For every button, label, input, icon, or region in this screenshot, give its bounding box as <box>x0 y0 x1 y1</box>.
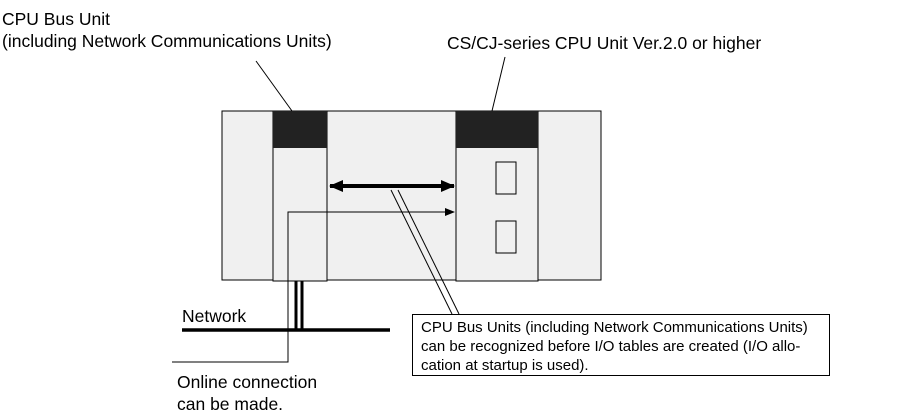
callout-line1: CPU Bus Units (including Network Communi… <box>421 319 808 336</box>
callout-line2: can be recognized before I/O tables are … <box>421 338 801 355</box>
callout-box: CPU Bus Units (including Network Communi… <box>412 314 830 376</box>
cpu-bus-unit-header <box>273 111 327 148</box>
online-connection-label-line2: can be made. <box>177 394 284 414</box>
online-connection-line <box>172 208 455 363</box>
cpu-unit-header <box>456 111 538 148</box>
callout-leader-1 <box>390 189 453 315</box>
callout-leader-2 <box>397 189 460 315</box>
cpu-unit-slot-bottom <box>495 220 517 254</box>
online-connection-label: Online connection can be made. <box>177 371 317 415</box>
network-label: Network <box>182 306 247 326</box>
cpu-bus-unit-leader <box>255 60 293 112</box>
cpu-bus-unit-label-line1: CPU Bus Unit <box>2 9 110 29</box>
callout-line3: cation at startup is used). <box>421 357 589 374</box>
online-connection-label-line1: Online connection <box>177 372 318 392</box>
cpu-unit-slot-top <box>495 161 517 195</box>
cpu-bus-unit-label-line2: (including Network Communications Units) <box>2 31 332 51</box>
cpu-unit-leader <box>491 56 506 112</box>
cpu-bus-unit-label: CPU Bus Unit (including Network Communic… <box>2 8 332 52</box>
cpu-unit-label: CS/CJ-series CPU Unit Ver.2.0 or higher <box>447 33 762 53</box>
